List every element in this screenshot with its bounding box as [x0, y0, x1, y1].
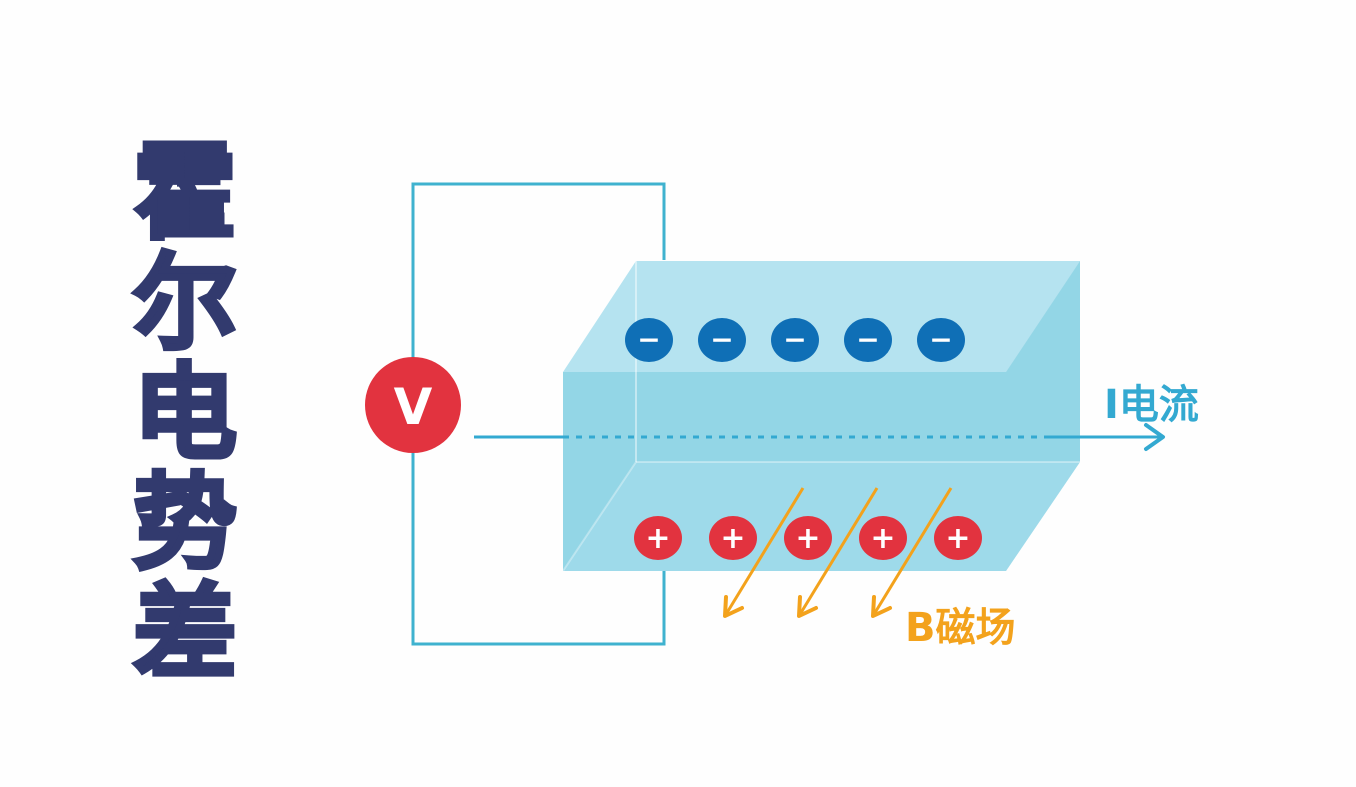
current-label: I电流: [1104, 382, 1199, 428]
negative-charge-icon: [625, 318, 673, 362]
vertical-title: 霍 尔 电 势 差: [120, 132, 250, 694]
positive-charge: +: [859, 516, 907, 560]
negative-charge-symbol: −: [710, 323, 733, 356]
negative-charge: −: [698, 318, 746, 362]
positive-charge-icon: [784, 516, 832, 560]
voltmeter-label: V: [394, 378, 433, 436]
title-char: 霍: [131, 132, 239, 254]
positive-charge: +: [634, 516, 682, 560]
positive-charge: +: [934, 516, 982, 560]
negative-charge-symbol: −: [929, 323, 952, 356]
title-char: 差: [131, 572, 239, 694]
negative-charge-icon: [771, 318, 819, 362]
negative-charge-symbol: −: [637, 323, 660, 356]
field-arrow-icon: [871, 595, 892, 618]
negative-charge-symbol: −: [783, 323, 806, 356]
field-arrow-shaft: [723, 487, 805, 617]
positive-charge: +: [709, 516, 757, 560]
negative-charge: −: [917, 318, 965, 362]
field-arrow: [723, 487, 805, 618]
field-arrow-shaft: [797, 487, 879, 617]
positive-charges: + + + + +: [634, 516, 982, 560]
magnetic-field-label: B磁场: [905, 605, 1016, 651]
field-arrow: [797, 487, 879, 618]
title-char: 尔: [131, 242, 239, 364]
current-arrow-icon: [1144, 423, 1165, 451]
negative-charge-icon: [698, 318, 746, 362]
negative-charge: −: [625, 318, 673, 362]
field-arrow-shaft: [871, 487, 953, 617]
positive-charge-symbol: +: [870, 521, 895, 556]
field-arrow-icon: [797, 595, 818, 618]
voltmeter-icon: [365, 357, 461, 453]
field-arrow-icon: [723, 595, 744, 618]
negative-charges: −−−−−: [625, 318, 965, 362]
block-right-face: [1006, 261, 1080, 571]
positive-charge: +: [784, 516, 832, 560]
positive-charge-symbol: +: [720, 521, 745, 556]
positive-charge-symbol: +: [945, 521, 970, 556]
voltmeter: V: [365, 357, 461, 453]
field-arrow: [871, 487, 953, 618]
title-char: 势: [131, 462, 239, 584]
positive-charge-icon: [634, 516, 682, 560]
positive-charge-icon: [859, 516, 907, 560]
title-char: 电: [131, 352, 239, 474]
magnetic-field-arrows: [723, 487, 953, 618]
positive-charge-symbol: +: [795, 521, 820, 556]
block-edge: [562, 461, 637, 572]
negative-charge: −: [844, 318, 892, 362]
negative-charge-icon: [917, 318, 965, 362]
positive-charge-symbol: +: [645, 521, 670, 556]
positive-charge-icon: [934, 516, 982, 560]
positive-charge-icon: [709, 516, 757, 560]
negative-charge-symbol: −: [856, 323, 879, 356]
negative-charge-icon: [844, 318, 892, 362]
negative-charge: −: [771, 318, 819, 362]
